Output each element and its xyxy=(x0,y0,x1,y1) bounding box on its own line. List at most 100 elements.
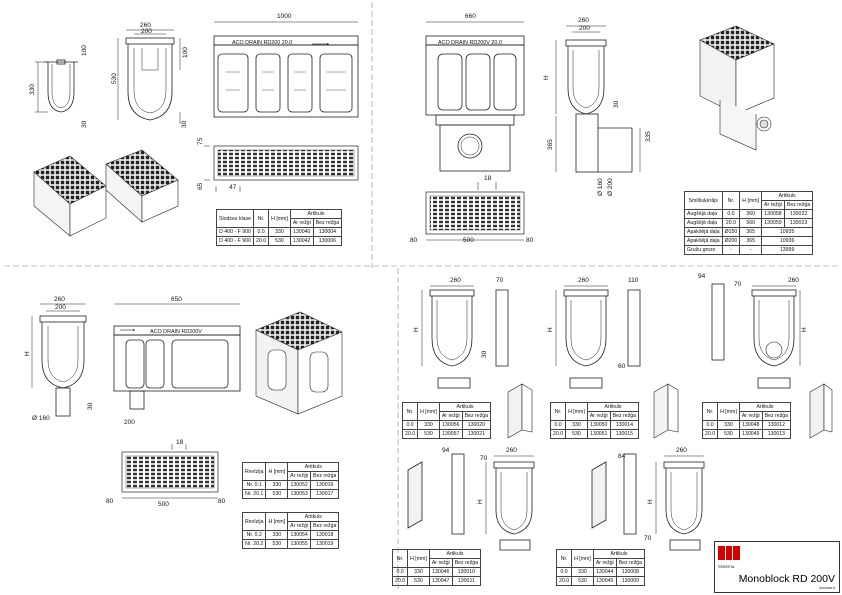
cell: 130018 xyxy=(310,530,340,540)
t4-h2: H [mm] xyxy=(265,512,289,531)
t4-h0: Revīzija xyxy=(241,512,267,531)
q4-piece1-iso xyxy=(507,383,533,439)
q4-dim-260b-label: 260 xyxy=(578,277,589,284)
t8-h1: H [mm] xyxy=(407,549,430,568)
q1-dim-65-label: 65 xyxy=(197,182,204,190)
cell: Nr. 0.1 xyxy=(241,480,267,490)
cell: 10936 xyxy=(761,236,814,246)
cell: 130058 xyxy=(761,209,785,219)
cell: 330 xyxy=(717,420,740,430)
cell: 130023 xyxy=(783,218,814,228)
q4-dim-30-label: 30 xyxy=(481,350,488,358)
q4-piece4 xyxy=(407,453,535,551)
cell: 530 xyxy=(265,539,289,549)
q1-section-small xyxy=(44,59,78,113)
cell: 130014 xyxy=(609,420,640,430)
cell: 130048 xyxy=(738,420,763,430)
t7-h1: H [mm] xyxy=(717,402,740,421)
q3-dim-H-label: H xyxy=(24,351,31,356)
t9-sh1: Bez režģa xyxy=(615,558,646,568)
q1-iso-channel-b xyxy=(105,149,179,223)
cell: 130015 xyxy=(609,429,640,439)
cell: 130045 xyxy=(592,576,617,586)
q4-dim-110-label: 110 xyxy=(628,277,639,284)
cell: - xyxy=(739,245,763,255)
q1-dim-47-label: 47 xyxy=(229,184,237,191)
cell: 130008 xyxy=(615,567,646,577)
cell: 130016 xyxy=(310,480,340,490)
cell: 130056 xyxy=(438,420,463,430)
cell: 130010 xyxy=(451,567,482,577)
cell: Nr. 20.2 xyxy=(241,539,267,549)
cell: 0.0 xyxy=(549,420,567,430)
t9-h2: Artikuls xyxy=(592,549,646,559)
drawing-subtitle: standard xyxy=(819,585,835,590)
q3-dim-200-label: 200 xyxy=(55,304,66,311)
t6-sh1: Bez režģa xyxy=(609,411,640,421)
cell: Apakšējā daļa xyxy=(684,227,723,237)
q3-plan xyxy=(121,444,219,499)
q4-dim-84-label: 84 xyxy=(618,453,626,460)
t1-h0: Slodzes klase xyxy=(215,209,255,228)
t5-h2: Artikuls xyxy=(438,402,492,412)
cell: Apakšējā daļa xyxy=(684,236,723,246)
q1-dim-100-label: 100 xyxy=(182,47,189,58)
cell: 130044 xyxy=(592,567,617,577)
cell: 130019 xyxy=(310,539,340,549)
q1-dim-200-label: 200 xyxy=(141,28,152,35)
q4-dim-260e-label: 260 xyxy=(676,447,687,454)
cell: 530 xyxy=(265,489,289,499)
q3-dim-260-label: 260 xyxy=(54,296,65,303)
cell: 10935 xyxy=(761,227,814,237)
t2-h2: H [mm] xyxy=(739,191,763,210)
cell: 130046 xyxy=(428,567,453,577)
q2-dim-80b-label: 80 xyxy=(526,237,534,244)
cell: 530 xyxy=(407,576,430,586)
cell: 130052 xyxy=(287,480,312,490)
q4-dim-Hb-label: H xyxy=(547,327,554,332)
q4-dim-Hc-label: H xyxy=(801,327,808,332)
q4-dim-70a-label: 70 xyxy=(496,277,504,284)
q3-dim-500-label: 500 xyxy=(158,501,169,508)
cell: 130042 xyxy=(289,236,314,246)
cell: Augšējā daļa xyxy=(684,209,723,219)
t4-sh0: Ar režģi xyxy=(287,521,312,531)
cell: 130021 xyxy=(461,429,492,439)
cell: 330 xyxy=(407,567,430,577)
cell: 130054 xyxy=(287,530,312,540)
t1-h2: H [mm] xyxy=(268,209,291,228)
q2-dim-660-label: 660 xyxy=(465,13,476,20)
q3-dim-80a-label: 80 xyxy=(106,498,114,505)
t6-h2: Artikuls xyxy=(586,402,640,412)
cell: 530 xyxy=(571,576,594,586)
t5-h0: Nr. xyxy=(401,402,419,421)
t1-sh0: Ar režģi xyxy=(289,218,314,228)
q2-dim-d200-label: Ø 200 xyxy=(607,178,614,196)
cell: 130013 xyxy=(761,429,792,439)
q3-dim-650-label: 650 xyxy=(171,296,182,303)
cell: 0.0 xyxy=(701,420,719,430)
cell: Nr. 20.1 xyxy=(241,489,267,499)
drawing-title: Monoblock RD 200V xyxy=(738,573,835,585)
q4-piece2-section xyxy=(555,285,641,389)
q4-dim-70c-label: 70 xyxy=(480,455,488,462)
cell: 530 xyxy=(565,429,588,439)
q1-dim-330-label: 330 xyxy=(29,84,36,95)
t6-h0: Nr. xyxy=(549,402,567,421)
cell: Augšējā daļa xyxy=(684,218,723,228)
brand-logo xyxy=(718,546,740,560)
t7-h0: Nr. xyxy=(701,402,719,421)
q2-dim-260-label: 260 xyxy=(578,17,589,24)
